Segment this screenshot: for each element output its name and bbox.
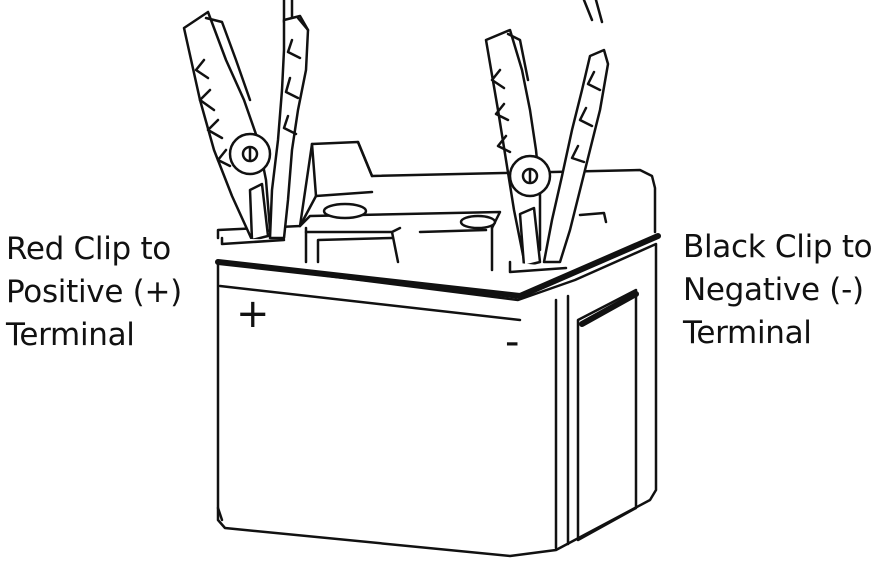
battery-body — [218, 236, 658, 556]
black-clip-icon — [486, 0, 608, 272]
red-clip-label-line-2: Positive (+) — [6, 274, 182, 310]
black-clip-label-line-2: Negative (-) — [683, 272, 864, 308]
positive-terminal-post — [324, 204, 366, 218]
positive-sign: + — [236, 291, 270, 337]
red-clip-label-line-3: Terminal — [6, 317, 135, 353]
black-clip-label-line-1: Black Clip to — [683, 229, 873, 265]
red-clip-label-line-1: Red Clip to — [6, 231, 171, 267]
negative-terminal-post — [461, 216, 495, 228]
red-clip-label: Red Clip to Positive (+) Terminal — [6, 228, 182, 357]
black-clip-label-line-3: Terminal — [683, 315, 812, 351]
negative-sign: - — [505, 319, 520, 365]
red-clip-icon — [184, 0, 308, 244]
black-clip-label: Black Clip to Negative (-) Terminal — [683, 226, 873, 355]
